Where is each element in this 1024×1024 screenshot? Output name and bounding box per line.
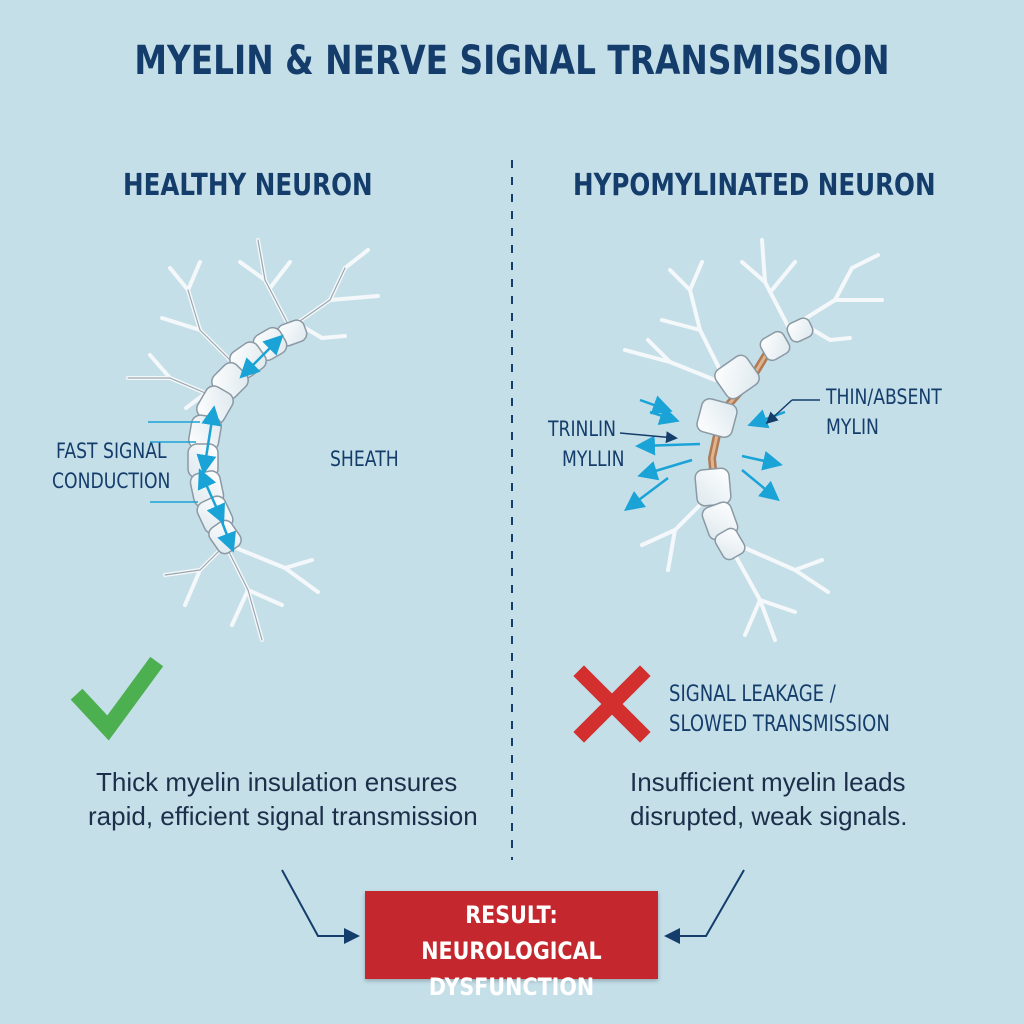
slowed-transmission-label: SLOWED TRANSMISSION <box>669 712 890 737</box>
trinlin-label-line1: TRINLIN <box>548 417 617 441</box>
fast-signal-label-line2: CONDUCTION <box>52 469 171 493</box>
result-box <box>365 891 658 979</box>
healthy-neuron-illustration <box>126 238 380 642</box>
page-title: MYELIN & NERVE SIGNAL TRANSMISSION <box>134 38 890 84</box>
thin-absent-label-line1: THIN/ABSENT <box>826 385 942 409</box>
signal-leakage-label: SIGNAL LEAKAGE / <box>669 682 836 707</box>
cross-icon <box>573 665 651 743</box>
result-text: RESULT: NEUROLOGICAL DYSFUNCTION <box>386 897 638 1005</box>
fast-signal-label-line1: FAST SIGNAL <box>56 439 167 463</box>
thin-absent-label-line2: MYLIN <box>826 415 879 439</box>
healthy-description-line1: Thick myelin insulation ensures <box>96 767 458 797</box>
sheath-label: SHEATH <box>330 447 399 471</box>
thin-myelin-segments <box>694 317 814 561</box>
signal-leakage-arrows <box>624 395 786 511</box>
healthy-myelin-sheath <box>187 319 308 555</box>
trinlin-pointer <box>619 431 678 444</box>
hypomyelinated-neuron-heading: HYPOMYLINATED NEURON <box>573 168 936 203</box>
result-arrows <box>281 869 745 944</box>
check-icon <box>70 656 164 741</box>
fast-signal-streaks <box>148 421 200 503</box>
trinlin-label-line2: MYLLIN <box>562 447 625 471</box>
hypomyelinated-description-line2: disrupted, weak signals. <box>630 801 908 831</box>
result-line2: DYSFUNCTION <box>428 973 595 1001</box>
result-line1: RESULT: NEUROLOGICAL <box>421 901 602 965</box>
fast-signal-arrows <box>196 334 284 553</box>
healthy-description-line2: rapid, efficient signal transmission <box>88 801 478 831</box>
hypomyelinated-description-line1: Insufficient myelin leads <box>630 767 906 797</box>
healthy-neuron-heading: HEALTHY NEURON <box>123 168 373 203</box>
